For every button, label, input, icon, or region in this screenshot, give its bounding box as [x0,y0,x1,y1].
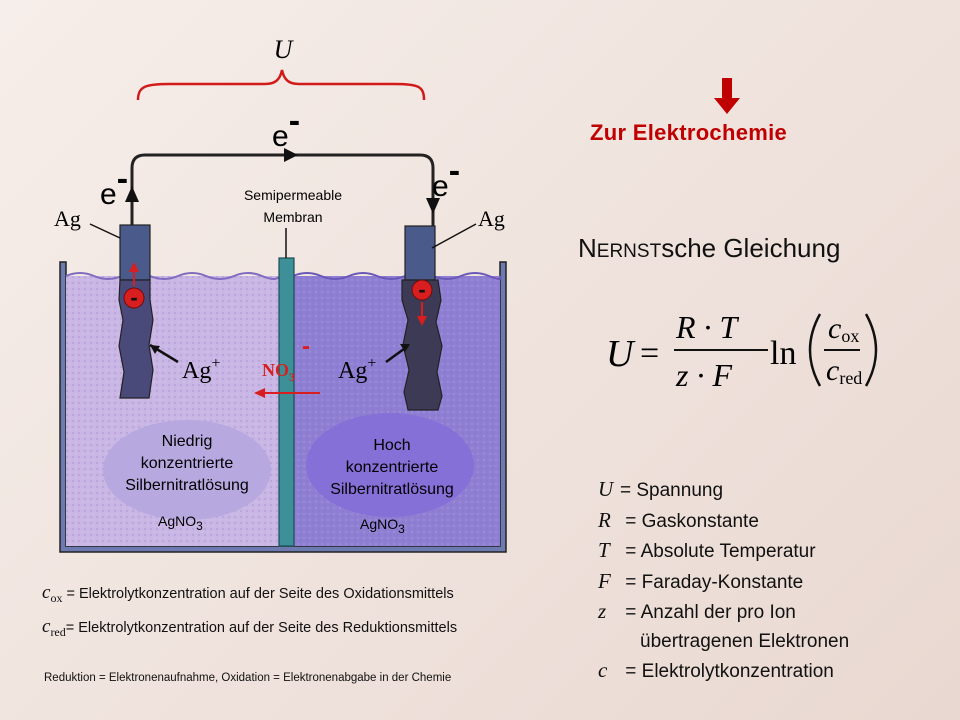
bubble-left [103,420,271,520]
footnote: Reduktion = Elektronenaufnahme, Oxidatio… [44,672,452,684]
legend-item: c = Elektrolytkonzentration [598,658,834,682]
svg-text:U: U [606,333,636,375]
electron-top: e- [272,102,300,153]
right-solution-line2: konzentrierte [346,459,439,476]
left-solution-line3: Silbernitratlösung [125,477,249,494]
voltage-brace [136,69,426,101]
svg-text:R · T: R · T [675,309,740,345]
nernst-equation: U = R · T z · F ln cox cred [606,309,878,393]
right-solution-line1: Hoch [373,437,410,454]
electron-left: e- [100,160,128,211]
electrode-right [404,225,436,281]
electrode-left-label: Ag [54,206,81,231]
electrode-right-label: Ag [478,206,505,231]
left-formula: AgNO3 [158,513,203,533]
external-wire [130,153,435,226]
left-solution-line2: konzentrierte [141,455,234,472]
down-arrow-icon[interactable] [712,76,742,116]
right-formula: AgNO3 [360,516,405,536]
svg-text:-: - [130,285,137,310]
left-solution-line1: Niedrig [162,433,213,450]
nitrate-charge: - [302,333,310,360]
electron-right: e- [432,152,460,203]
legend-item: U= Spannung [598,477,724,501]
membrane-label-line1: Semipermeable [244,187,342,203]
svg-text:z · F: z · F [675,357,732,393]
legend-item: übertragenen Elektronen [640,630,850,652]
electrochemical-cell-diagram: U Semipermeable Membran e- e- e- Ag Ag - [54,35,507,553]
zur-elektrochemie-link[interactable]: Zur Elektrochemie [590,120,788,145]
definition-cred: cred= Elektrolytkonzentration auf der Se… [42,616,458,639]
svg-text:-: - [418,277,425,302]
legend-item: T = Absolute Temperatur [598,538,816,562]
legend-item: F = Faraday-Konstante [598,568,804,593]
svg-text:ln: ln [770,335,796,372]
svg-text:cred: cred [826,354,862,388]
nernst-heading: NERNSTsche Gleichung [578,233,841,263]
semipermeable-membrane [278,257,295,547]
minus-badge-right: - [411,277,433,302]
legend-item: R = Gaskonstante [598,507,759,532]
bubble-right [306,413,474,517]
svg-text:=: = [640,335,659,372]
legend-item: z = Anzahl der pro Ion [598,599,796,623]
voltage-symbol: U [274,35,295,64]
symbol-legend: U= Spannung R = Gaskonstante T = Absolut… [598,475,849,687]
right-solution-line3: Silbernitratlösung [330,481,454,498]
membrane-label-line2: Membran [263,209,322,225]
definition-cox: cox = Elektrolytkonzentration auf der Se… [42,582,454,605]
ion-right: Ag+ [338,355,376,384]
ion-left: Ag+ [182,355,220,384]
minus-badge-left: - [123,285,145,310]
nitrate-ion: NO3 [262,360,295,384]
svg-text:cox: cox [828,312,859,346]
